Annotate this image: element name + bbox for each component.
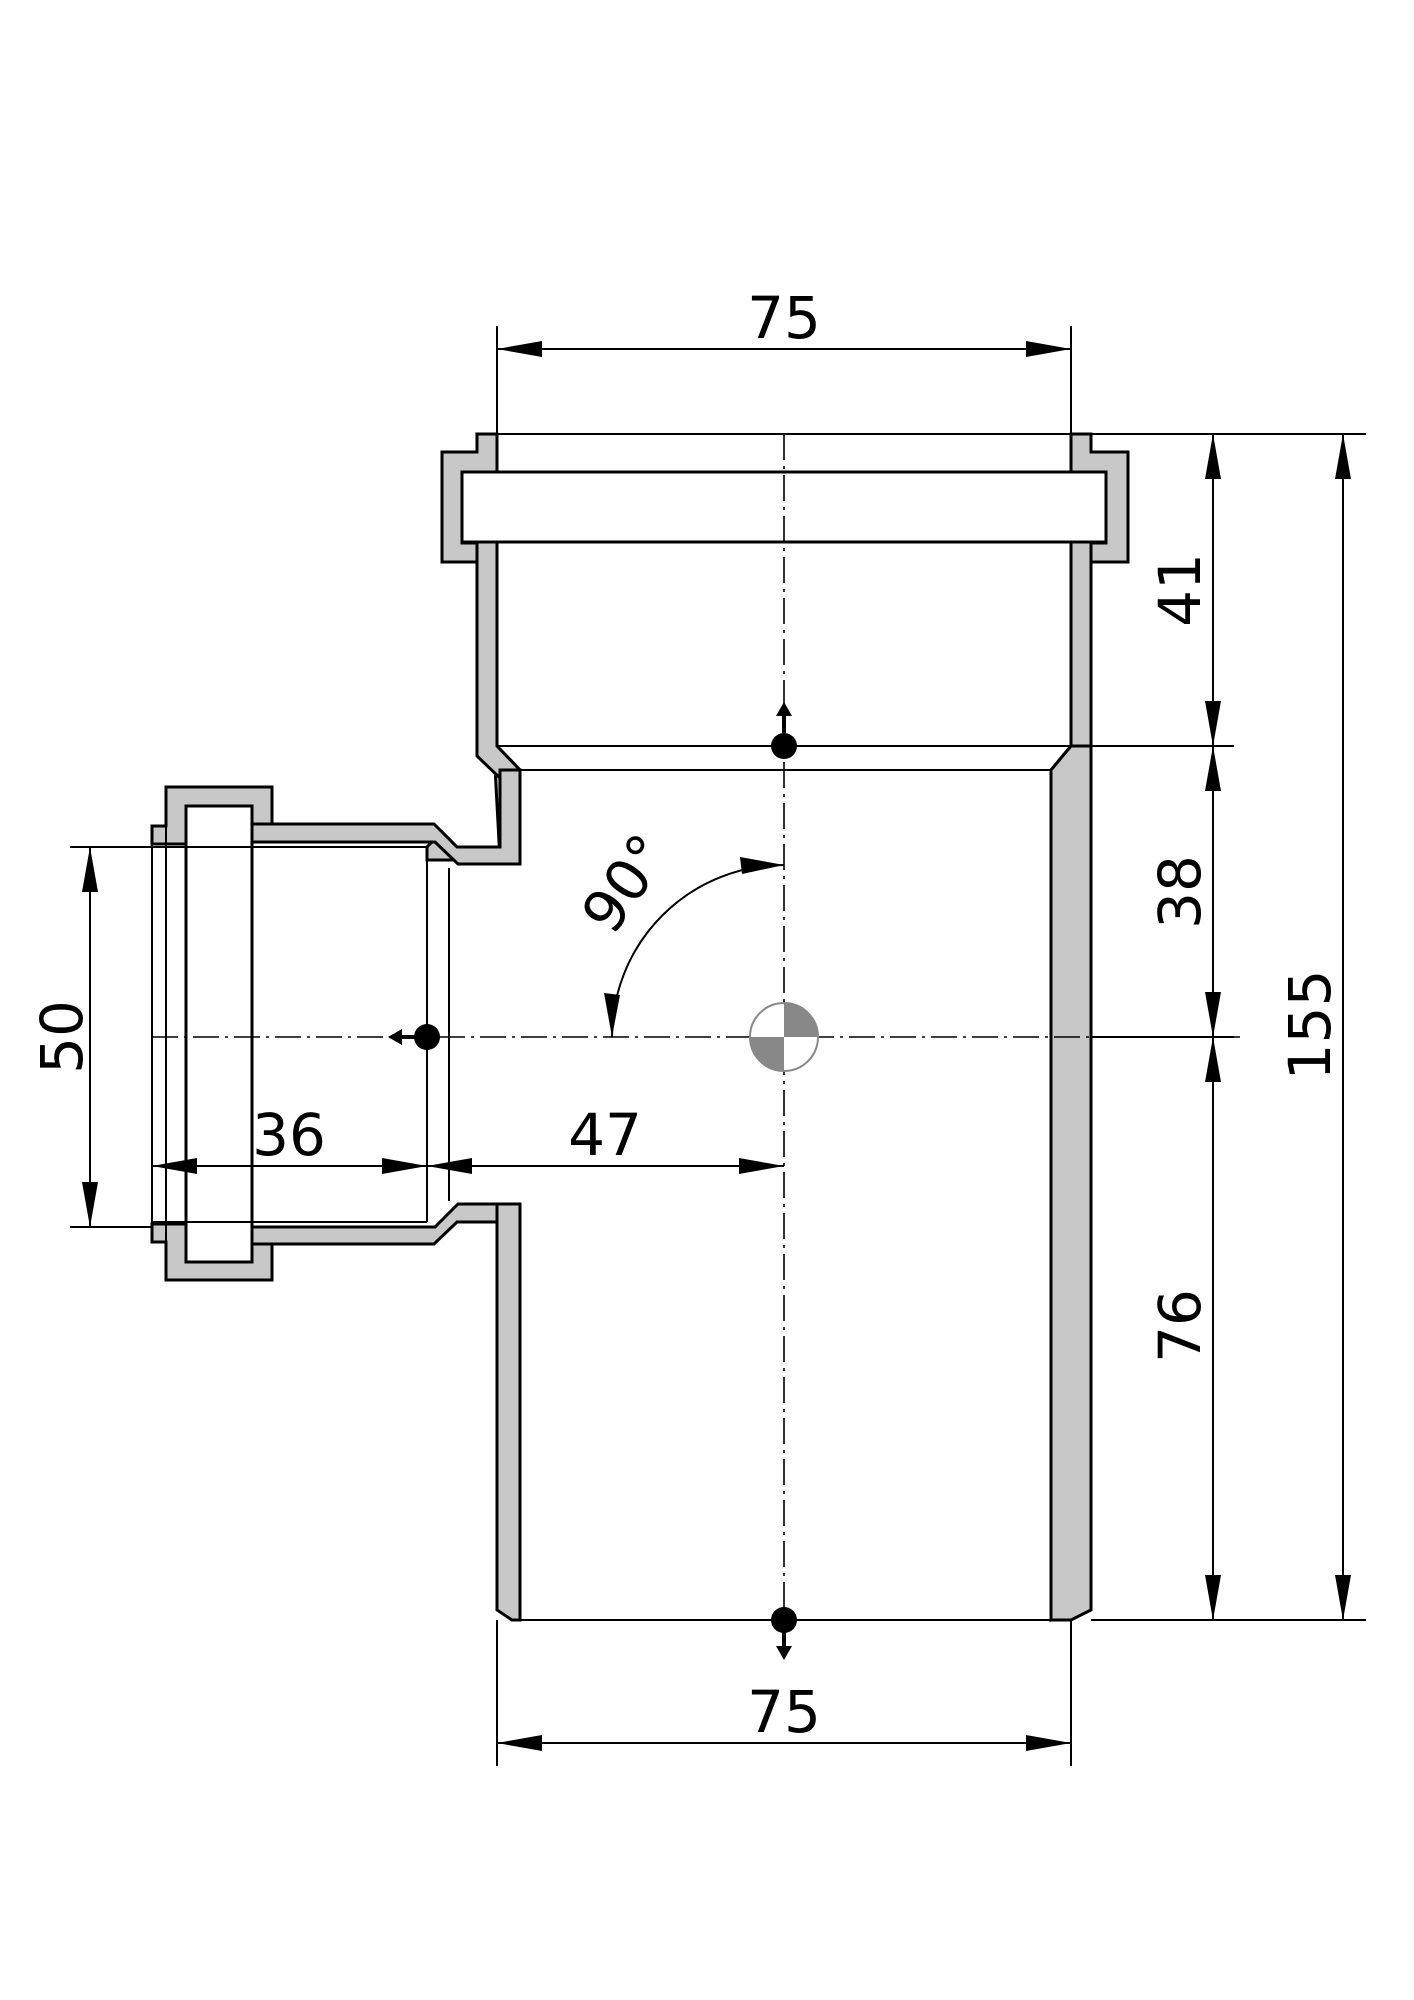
dim-top-width-label: 75 bbox=[747, 284, 821, 352]
main-right-wall-lower bbox=[1049, 744, 1093, 1622]
dim-lower-section-label: 76 bbox=[1146, 1289, 1214, 1363]
flow-marker-top bbox=[771, 702, 797, 759]
dim-angle: 90° bbox=[568, 822, 785, 1038]
dim-branch-diameter: 50 bbox=[28, 846, 152, 1228]
dim-overall-height: 155 bbox=[1276, 434, 1351, 1620]
dim-branch-horizontal: 36 47 bbox=[152, 1101, 784, 1174]
dim-socket-depth: 41 bbox=[1146, 434, 1221, 746]
dim-upper-section-label: 38 bbox=[1146, 855, 1214, 929]
dim-branch-diameter-label: 50 bbox=[28, 1000, 96, 1074]
main-left-wall-lower bbox=[495, 1202, 522, 1622]
dim-lower-section: 76 bbox=[1146, 1037, 1221, 1620]
pipe-body bbox=[150, 432, 1130, 1623]
dim-socket-depth-label: 41 bbox=[1146, 553, 1214, 627]
branch-sealing-ring bbox=[184, 804, 254, 1264]
dim-bottom-width-label: 75 bbox=[747, 1678, 821, 1746]
flow-marker-bottom bbox=[771, 1607, 797, 1660]
dim-branch-socket-label: 36 bbox=[252, 1101, 326, 1169]
dim-overall-height-label: 155 bbox=[1276, 970, 1344, 1081]
dim-branch-offset-label: 47 bbox=[568, 1101, 642, 1169]
dim-bottom-width: 75 bbox=[496, 1620, 1072, 1766]
dim-top-width: 75 bbox=[496, 284, 1072, 434]
dim-upper-section: 38 bbox=[1146, 746, 1221, 1037]
dim-right-extensions bbox=[1091, 433, 1366, 1621]
dim-angle-label: 90° bbox=[568, 822, 683, 945]
flow-marker-left bbox=[388, 1024, 440, 1050]
center-marker bbox=[749, 1002, 819, 1072]
